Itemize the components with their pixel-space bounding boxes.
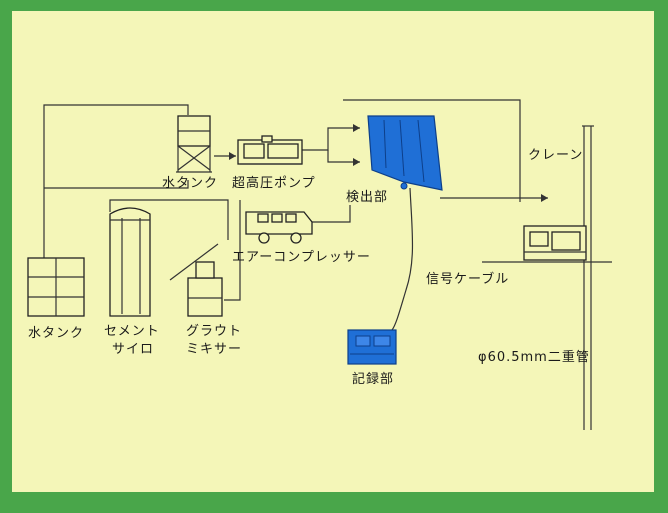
label-grout-mixer-2: ミキサー (186, 342, 243, 357)
label-grout-mixer-1: グラウト (186, 324, 243, 339)
recorder-icon (347, 329, 397, 365)
water-tank-top-icon (176, 115, 212, 173)
label-pump: 超高圧ポンプ (232, 176, 316, 191)
label-water-tank-top: 水タンク (162, 176, 219, 191)
compressor-icon (245, 211, 313, 244)
grout-mixer-icon (169, 243, 223, 317)
label-cement-silo-1: セメント (104, 324, 160, 339)
label-water-tank-left: 水タンク (28, 326, 85, 341)
cement-silo-icon (109, 207, 151, 317)
crane-base-icon (523, 225, 587, 261)
pipe-lines (43, 99, 612, 430)
label-recorder: 記録部 (352, 372, 395, 387)
water-tank-left-icon (27, 257, 85, 317)
pump-icon (237, 135, 303, 165)
flow-arrows (229, 124, 548, 202)
label-signal-cable: 信号ケーブル (426, 272, 510, 287)
label-cement-silo-2: サイロ (112, 342, 155, 357)
label-double-pipe: φ60.5mm二重管 (478, 350, 590, 365)
detector-icon (367, 115, 443, 191)
label-compressor: エアーコンプレッサー (232, 250, 371, 265)
label-detector: 検出部 (346, 190, 389, 205)
label-crane: クレーン (528, 148, 584, 163)
